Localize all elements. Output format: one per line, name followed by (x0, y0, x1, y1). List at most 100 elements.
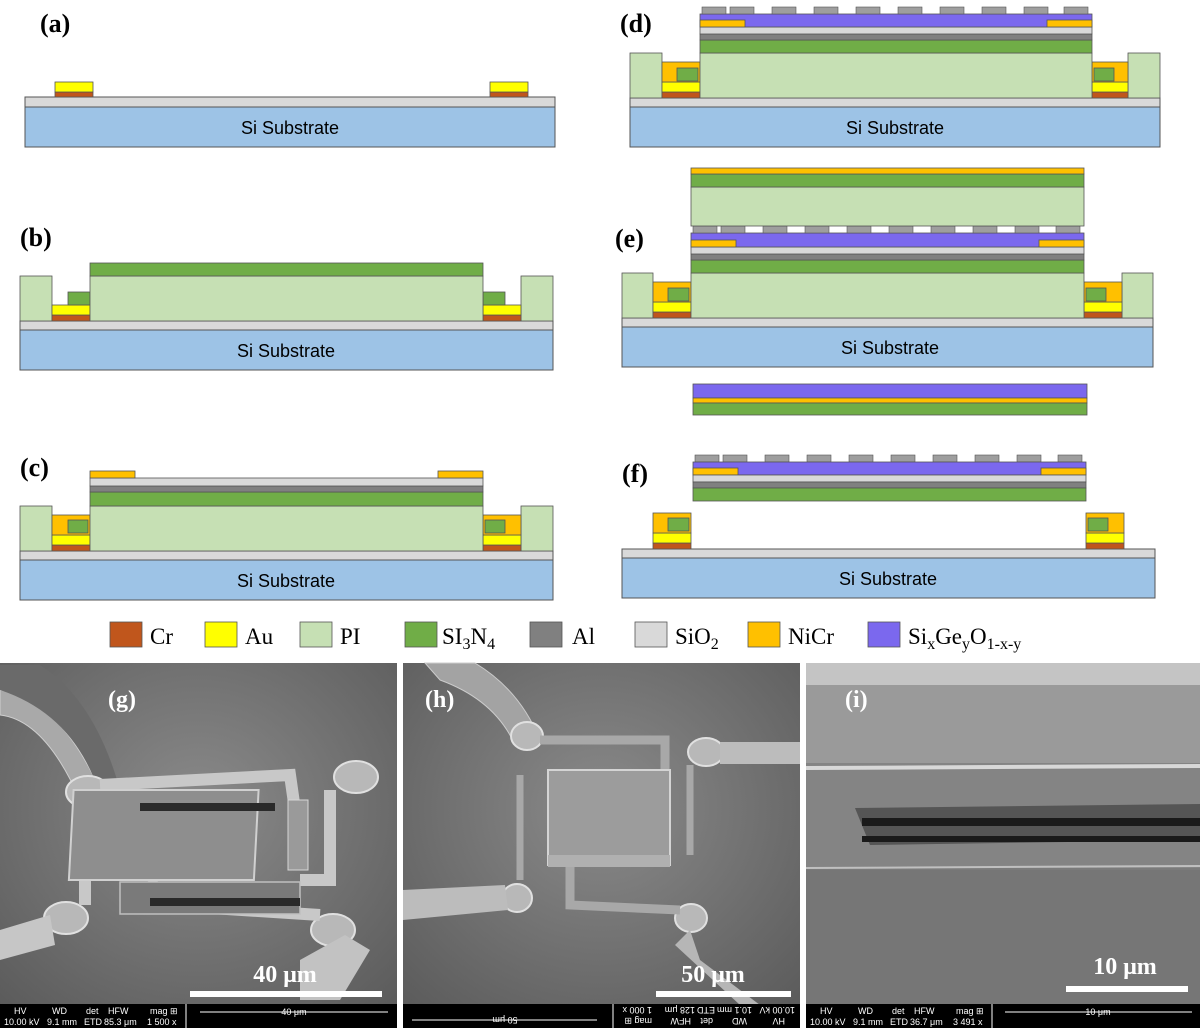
legend-label-si3n4: SI3N4 (442, 624, 495, 653)
nicr-strip-right (1040, 467, 1087, 476)
svg-text:85.3 μm: 85.3 μm (104, 1017, 137, 1027)
sem-letter-i: (i) (845, 687, 868, 713)
svg-text:HV: HV (772, 1016, 785, 1026)
si3n4-contact-left (667, 517, 690, 532)
si3n4-contact-left (676, 67, 699, 82)
panel-d: (d) Si Substrate (620, 6, 1161, 148)
svg-text:mag ⊞: mag ⊞ (956, 1006, 984, 1016)
svg-text:mag ⊞: mag ⊞ (150, 1006, 178, 1016)
svg-text:HFW: HFW (670, 1016, 691, 1026)
si3n4-layer (89, 262, 484, 277)
nicr-strip-right (1046, 19, 1093, 28)
sem-scale-text-i: 10 μm (1093, 954, 1157, 980)
al-layer (699, 33, 1093, 41)
svg-text:10.00 kV: 10.00 kV (810, 1017, 846, 1027)
sio2-layer (24, 96, 556, 108)
si-substrate (19, 329, 554, 371)
si3n4-contact-right (1087, 517, 1109, 532)
nicr-strip-left (690, 239, 737, 248)
si-substrate (24, 106, 556, 148)
svg-text:ETD: ETD (84, 1017, 103, 1027)
substrate-label: Si Substrate (237, 571, 335, 591)
svg-text:10.00 kV: 10.00 kV (4, 1017, 40, 1027)
si3n4-contact-right (482, 291, 506, 306)
si3n4-top-layer (690, 173, 1085, 188)
au-pad-left (54, 81, 94, 93)
sem-info-bar-h: HV 10.00 kV WD 10.1 mm det ETD HFW 128 μ… (412, 1004, 795, 1028)
panel-letter-d: (d) (620, 9, 652, 38)
sem-image-h: (h) 50 μm HV 10.00 kV WD 10.1 mm det ETD… (403, 662, 800, 1028)
legend-label-sio2: SiO2 (675, 624, 719, 653)
nicr-strip-right (437, 470, 484, 479)
svg-text:HV: HV (820, 1006, 833, 1016)
sem-scale-text-g: 40 μm (253, 962, 317, 988)
panel-letter-b: (b) (20, 223, 52, 252)
pi-wall-right (1127, 52, 1161, 99)
si3n4-contact-right (1085, 287, 1107, 302)
legend-swatch-cr (109, 621, 143, 648)
si-substrate (621, 557, 1156, 599)
svg-text:9.1 mm: 9.1 mm (853, 1017, 883, 1027)
cr-pad-right (482, 314, 522, 322)
svg-text:3 491 x: 3 491 x (953, 1017, 983, 1027)
au-pad-right (1091, 81, 1129, 93)
legend-swatch-nicr (747, 621, 781, 648)
substrate-label: Si Substrate (841, 338, 939, 358)
si3n4-film (692, 402, 1088, 416)
substrate-label: Si Substrate (839, 569, 937, 589)
pi-wall-left (19, 275, 53, 322)
cr-pad-right (489, 91, 529, 98)
legend-label-cr: Cr (150, 624, 173, 649)
sem-letter-g: (g) (108, 687, 136, 713)
sem-info-bar-i: HV 10.00 kV WD 9.1 mm det ETD HFW 36.7 μ… (810, 1004, 1192, 1028)
si3n4-contact-left (67, 519, 89, 534)
nicr-strip-left (699, 19, 746, 28)
pi-wall-left (621, 272, 654, 319)
pi-sacrificial (89, 275, 484, 322)
pi-wall-left (19, 505, 53, 552)
legend-label-al: Al (572, 624, 595, 649)
panel-letter-c: (c) (20, 453, 49, 482)
sem-scale-text-h: 50 μm (681, 962, 745, 988)
au-pad-left (652, 532, 692, 544)
pi-wall-left (629, 52, 663, 99)
cr-pad-right (1091, 91, 1129, 99)
sige-layer (692, 461, 1087, 476)
au-pad-right (482, 304, 522, 316)
sio2-layer (19, 550, 554, 561)
legend-swatch-sio2 (634, 621, 668, 648)
legend-label-nicr: NiCr (788, 624, 834, 649)
sige-film (692, 383, 1088, 399)
pi-wall-right (1121, 272, 1154, 319)
si3n4-layer (692, 487, 1087, 502)
sige-layer (699, 13, 1093, 28)
panel-f: (f) Si Substrate (621, 383, 1156, 599)
al-layer (89, 485, 484, 493)
nicr-strip-right (1038, 239, 1085, 248)
sio2-thin-layer (690, 246, 1085, 255)
sio2-thin-layer (89, 477, 484, 487)
sio2-layer (621, 548, 1156, 559)
svg-text:10.00 kV: 10.00 kV (759, 1005, 795, 1015)
si3n4-contact-left (67, 291, 91, 306)
si3n4-contact-left (667, 287, 690, 302)
panel-c: (c) Si Substrate (19, 453, 554, 601)
si3n4-layer (699, 39, 1093, 54)
cr-pad-left (661, 91, 701, 99)
sem-info-bar-g: HV 10.00 kV WD 9.1 mm det ETD HFW 85.3 μ… (4, 1004, 388, 1028)
al-grating-f (694, 454, 1083, 463)
si3n4-layer (690, 259, 1085, 274)
panel-letter-f: (f) (622, 459, 648, 488)
svg-text:det: det (892, 1006, 905, 1016)
sem-image-i: (i) 10 μm HV 10.00 kV WD 9.1 mm det ETD … (805, 663, 1200, 1028)
panel-e: (e) Si Substrate (615, 167, 1154, 368)
scale-bar-g (190, 991, 382, 997)
svg-text:HFW: HFW (914, 1006, 935, 1016)
au-pad-left (652, 301, 692, 313)
nicr-strip-left (89, 470, 136, 479)
svg-text:128 μm: 128 μm (665, 1005, 695, 1015)
svg-text:ETD: ETD (890, 1017, 909, 1027)
panel-b: (b) Si Substrate (19, 223, 554, 371)
svg-text:9.1 mm: 9.1 mm (47, 1017, 77, 1027)
sio2-layer (19, 320, 554, 331)
